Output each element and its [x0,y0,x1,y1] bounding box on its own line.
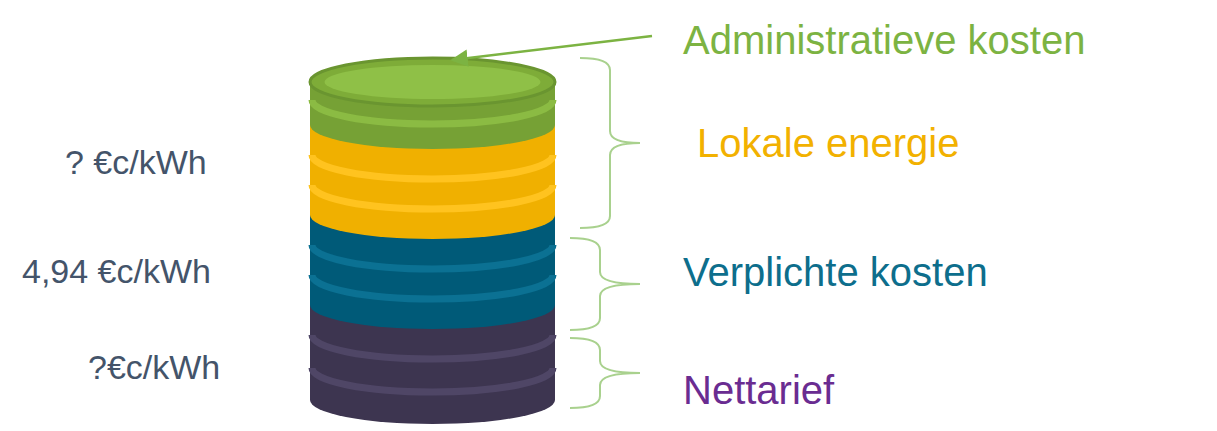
price-label: ? €c/kWh [65,143,207,182]
bracket [580,58,640,228]
price-label: 4,94 €c/kWh [22,252,211,291]
bracket [570,238,640,330]
cost-label: Lokale energie [697,120,959,166]
leader-arrow [452,36,652,60]
cost-label: Administratieve kosten [683,17,1085,63]
administratieve-kosten-band [310,58,555,149]
bracket [570,338,640,408]
cost-label: Verplichte kosten [683,249,988,295]
cost-label: Nettarief [683,367,834,413]
price-label: ?€c/kWh [88,348,220,387]
